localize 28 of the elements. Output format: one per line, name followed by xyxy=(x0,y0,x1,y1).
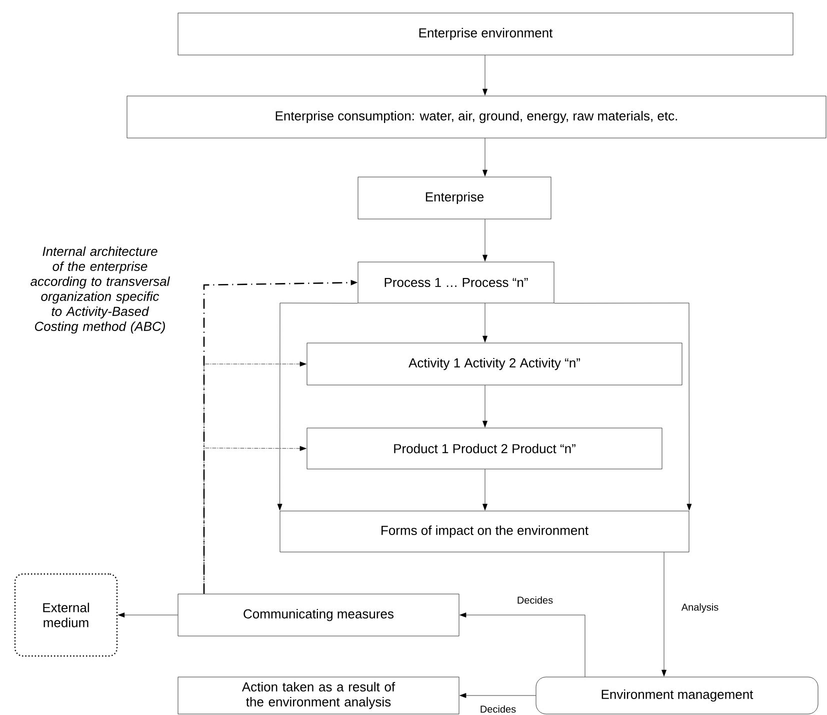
arrow xyxy=(204,446,306,594)
edge-label: Decides xyxy=(516,595,554,605)
arrow xyxy=(482,55,488,96)
dotted-box: External medium xyxy=(14,573,118,657)
process-box: Forms of impact on the environment xyxy=(280,510,690,552)
edge-label: Decides xyxy=(478,704,518,714)
process-box: Communicating measures xyxy=(178,594,460,636)
arrow xyxy=(118,612,178,618)
note-text: Internal architecture of the enterprise according to transversal organization specific to Activity-Based Costing method (ABC) xyxy=(30,246,170,334)
process-box: Activity 1 Activity 2 Activity “n” xyxy=(306,342,682,386)
arrow xyxy=(482,138,488,176)
arrow xyxy=(277,302,358,510)
arrow xyxy=(482,303,488,342)
arrow xyxy=(482,469,488,510)
process-box: Enterprise environment xyxy=(178,12,794,56)
process-box: Enterprise consumption: water, air, ground, energy, raw materials, etc. xyxy=(126,96,826,138)
arrow xyxy=(482,219,488,262)
arrow xyxy=(662,552,666,676)
arrow xyxy=(482,385,488,428)
process-box: Enterprise xyxy=(358,176,552,220)
arrow xyxy=(554,302,692,510)
arrow xyxy=(460,612,586,677)
arrow xyxy=(460,693,536,698)
rounded-box: Environment management xyxy=(536,676,818,714)
process-box: Product 1 Product 2 Product “n” xyxy=(306,428,662,470)
edge-label: Analysis xyxy=(680,602,720,614)
process-box: Process 1 … Process “n” xyxy=(358,262,554,304)
process-box: Action taken as a result of the environment analysis xyxy=(178,676,460,714)
